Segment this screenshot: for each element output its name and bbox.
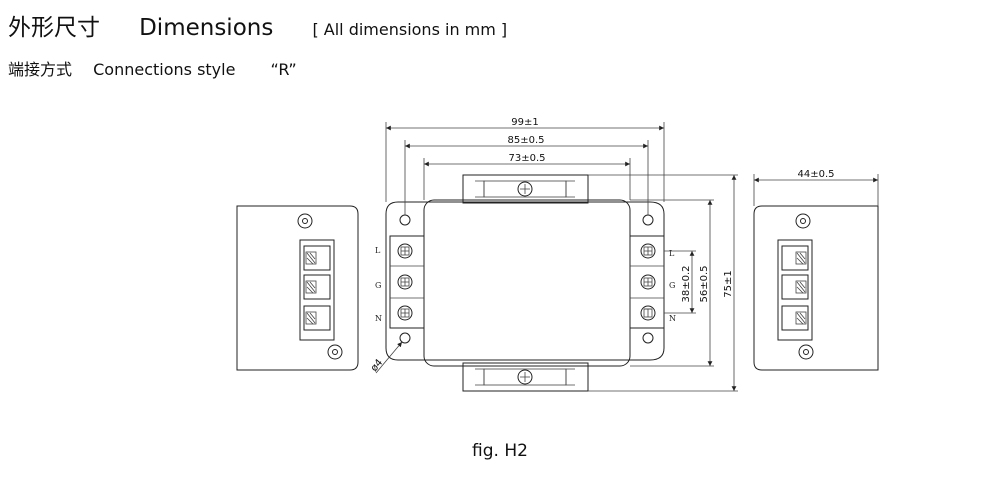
title-english: Dimensions — [139, 15, 274, 41]
front-view: L G N L G N 99±1 85±0.5 73±0.5 38±0.2 56… — [369, 117, 738, 392]
terminal-label-right-l: L — [669, 249, 675, 258]
dim-depth: 44±0.5 — [797, 169, 834, 180]
terminal-label-left-l: L — [375, 246, 381, 255]
right-side-view: 44±0.5 — [753, 169, 879, 371]
connections-label-cn: 端接方式 — [8, 60, 73, 79]
dim-overall-width: 99±1 — [511, 117, 538, 128]
connections-label-en: Connections style — [93, 60, 236, 79]
terminal-label-right-n: N — [669, 314, 676, 323]
terminal-label-left-g: G — [375, 281, 381, 290]
dim-body-height: 56±0.5 — [699, 265, 710, 302]
dim-body-width: 73±0.5 — [508, 153, 545, 164]
dim-mount-pitch: 85±0.5 — [507, 135, 544, 146]
connections-row: 端接方式 Connections style “R” — [8, 56, 297, 80]
unit-note: [ All dimensions in mm ] — [312, 20, 508, 39]
connections-value: “R” — [270, 60, 297, 79]
dim-hole-diameter: ø4 — [369, 357, 385, 374]
terminal-label-right-g: G — [669, 281, 675, 290]
figure-caption: fig. H2 — [472, 441, 528, 461]
left-side-view — [236, 205, 359, 371]
title-chinese: 外形尺寸 — [8, 15, 100, 41]
title-row: 外形尺寸 Dimensions [ All dimensions in mm ] — [8, 8, 507, 44]
left-terminal-blocks — [303, 245, 331, 331]
dim-terminal-pitch: 38±0.2 — [681, 265, 692, 302]
right-terminal-blocks — [781, 245, 809, 331]
dim-overall-height: 75±1 — [723, 270, 734, 297]
terminal-label-left-n: N — [375, 314, 382, 323]
